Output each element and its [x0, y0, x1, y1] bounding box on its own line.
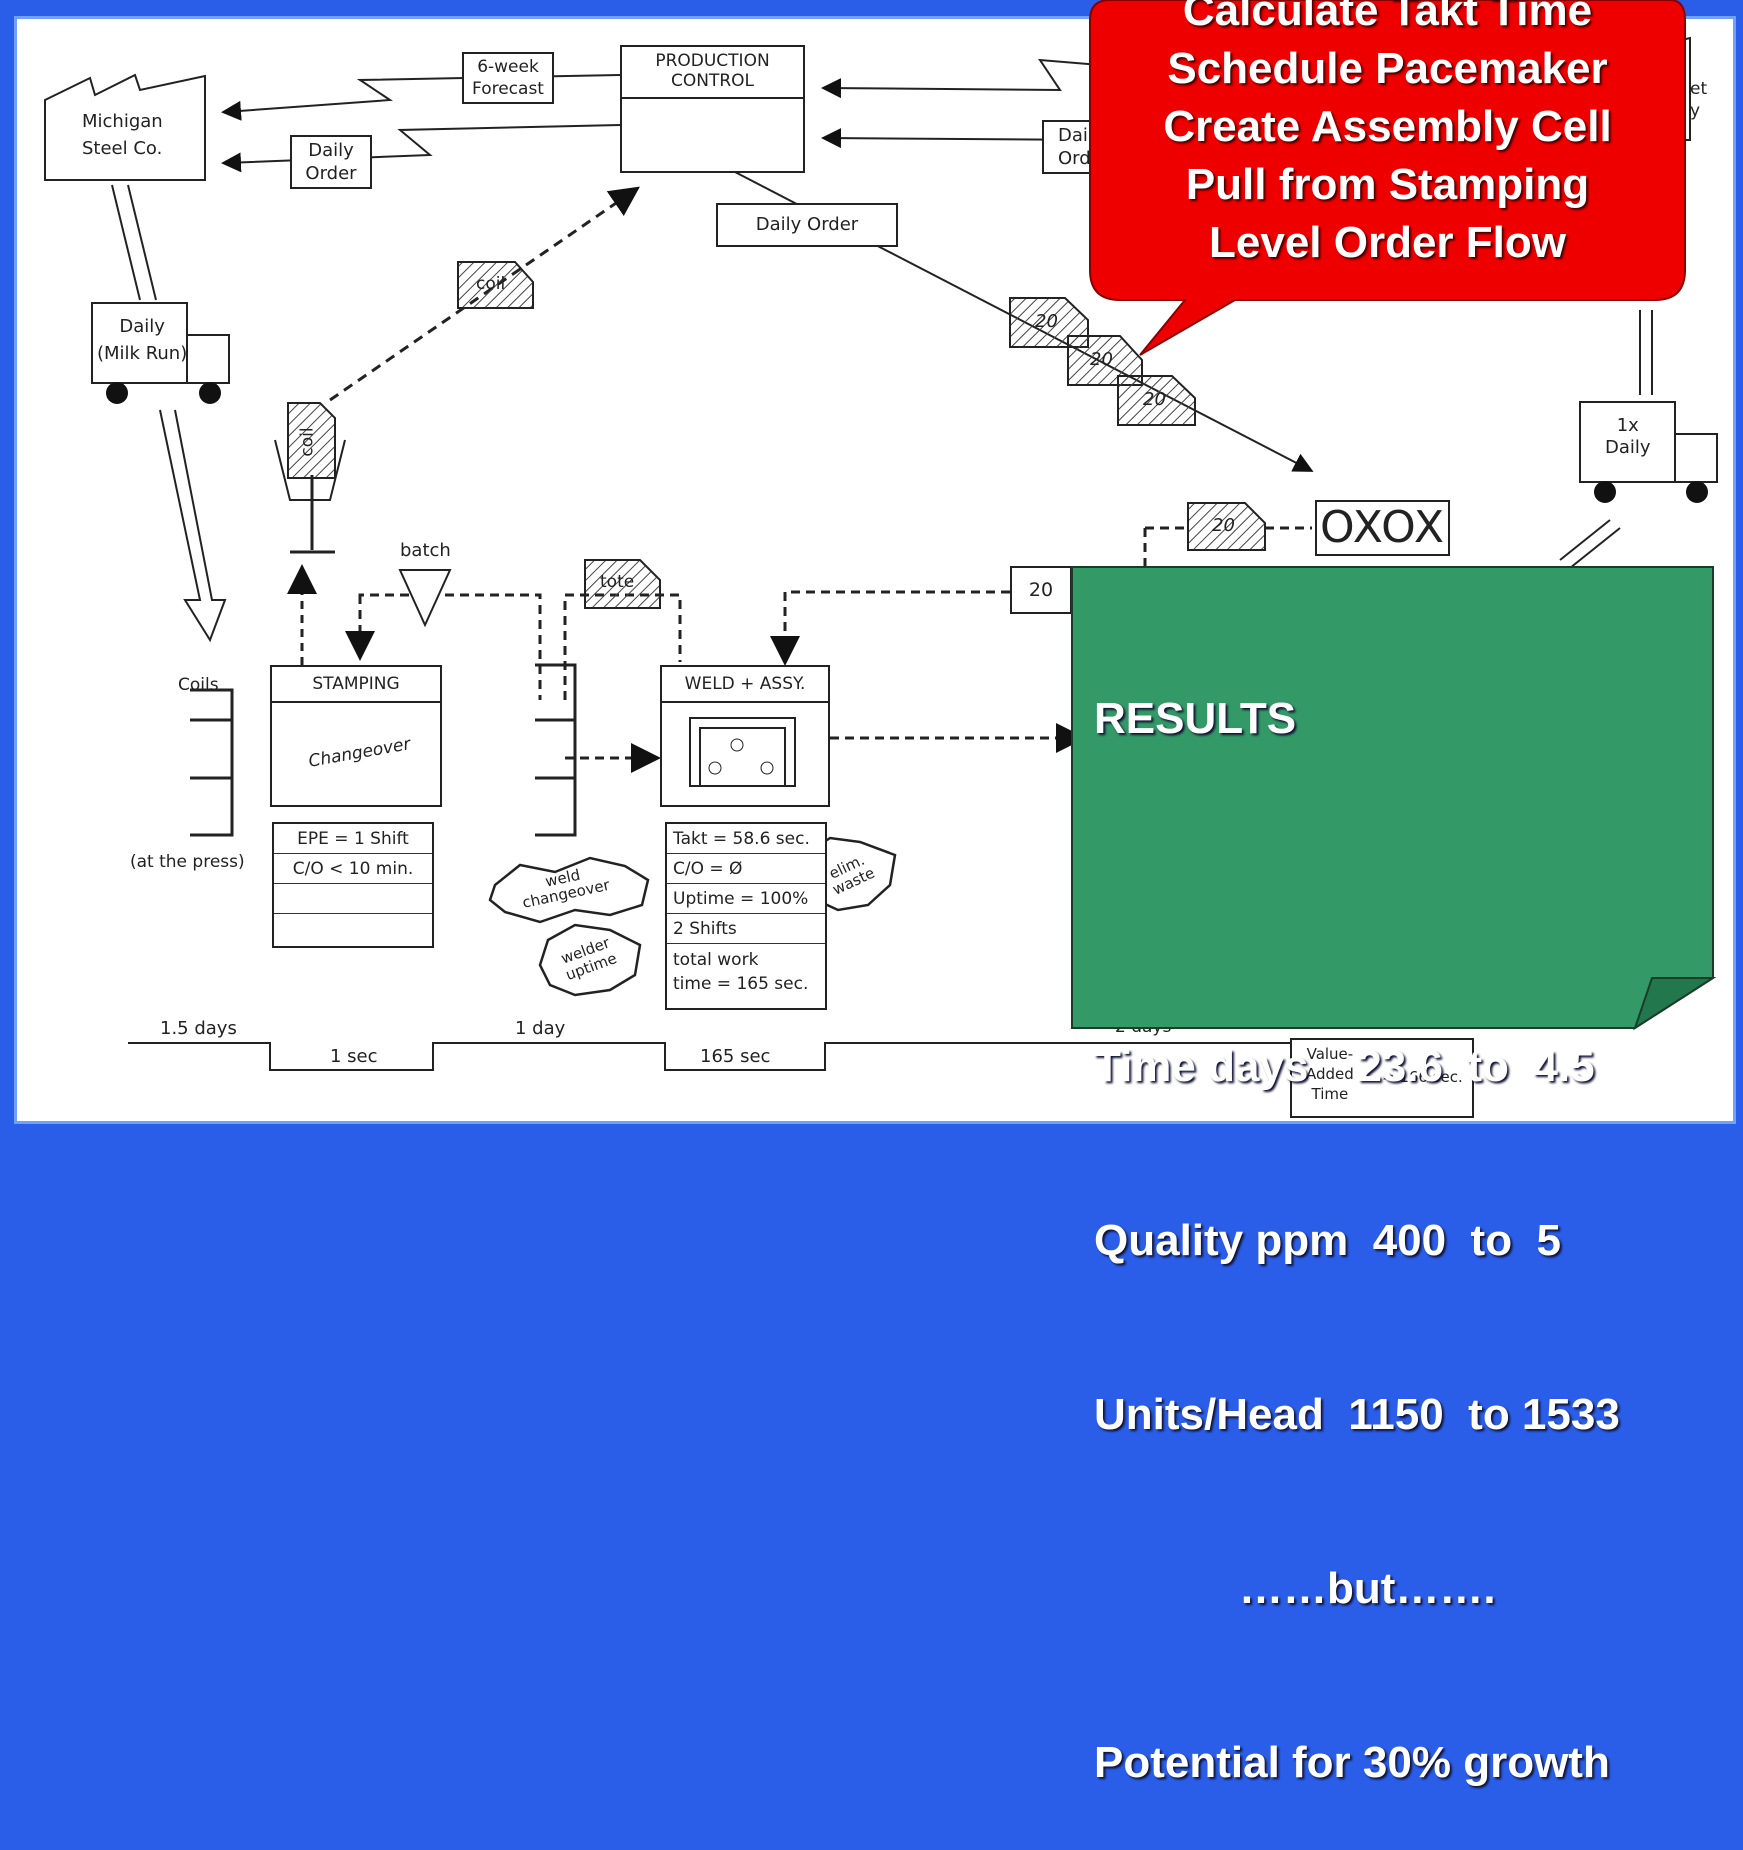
at-press-label: (at the press): [130, 852, 245, 872]
production-control-title: PRODUCTION CONTROL: [622, 47, 803, 99]
callout-line: Pull from Stamping: [1090, 156, 1685, 214]
weld-data-row: Takt = 58.6 sec.: [667, 824, 825, 854]
batch-triangle: [400, 570, 450, 625]
results-title: RESULTS: [1094, 690, 1620, 748]
results-line: ……but…….: [1094, 1560, 1620, 1618]
oxox-box: OXOX: [1315, 500, 1450, 556]
customer-forecast-line: [825, 60, 1100, 90]
callout-text: Calculate Takt Time Schedule Pacemaker C…: [1090, 0, 1685, 272]
stamping-data-row: C/O < 10 min.: [274, 854, 432, 884]
results-panel: RESULTS Time days 23.6 to 4.5 Quality pp…: [1094, 574, 1620, 1850]
forecast-line: [225, 75, 620, 112]
kanban-20-c-label: 20: [1143, 389, 1166, 410]
callout-line: Create Assembly Cell: [1090, 98, 1685, 156]
results-line: Quality ppm 400 to 5: [1094, 1212, 1620, 1270]
customer-name-partial: et y: [1690, 78, 1707, 122]
daily-order-line-left: [225, 125, 620, 163]
weld-title: WELD + ASSY.: [662, 667, 828, 703]
stamping-data-row: EPE = 1 Shift: [274, 824, 432, 854]
weld-data-row: C/O = Ø: [667, 854, 825, 884]
tote-kanban-label: tote: [600, 572, 634, 592]
stamping-process-box: STAMPING: [270, 665, 442, 807]
kanban-20-withdrawal: 20: [1010, 566, 1072, 614]
callout-line: Level Order Flow: [1090, 214, 1685, 272]
coil-kanban-label: coil: [476, 274, 505, 294]
batch-label: batch: [400, 540, 451, 561]
stamping-data-row: [274, 914, 432, 944]
kanban-20-d-label: 20: [1212, 515, 1235, 536]
stamping-data-box: EPE = 1 Shift C/O < 10 min.: [272, 822, 434, 948]
results-line: Units/Head 1150 to 1533: [1094, 1386, 1620, 1444]
production-control-box: PRODUCTION CONTROL: [620, 45, 805, 173]
results-line: Potential for 30% growth: [1094, 1734, 1620, 1792]
weld-data-box: Takt = 58.6 sec. C/O = Ø Uptime = 100% 2…: [665, 822, 827, 1010]
daily-order-left-label: Daily Order: [290, 135, 372, 189]
coil-kanban-post-label: coil: [298, 427, 318, 456]
kanban-20-a-label: 20: [1035, 311, 1058, 332]
weld-process-box: WELD + ASSY.: [660, 665, 830, 807]
daily-order-center-label: Daily Order: [716, 203, 898, 247]
supermarket-coils: [190, 690, 232, 835]
kanban-20-b-label: 20: [1090, 349, 1113, 370]
supplier-name: Michigan Steel Co.: [82, 108, 163, 162]
shipment-arrow-coils: [160, 410, 225, 640]
truck-left-label: Daily (Milk Run): [97, 313, 187, 367]
timeline-bottom-2: 165 sec: [700, 1046, 770, 1067]
timeline-top-1: 1.5 days: [160, 1018, 237, 1039]
timeline-bottom-1: 1 sec: [330, 1046, 378, 1067]
callout-line: Schedule Pacemaker: [1090, 40, 1685, 98]
coils-label: Coils: [178, 675, 219, 695]
timeline-top-2: 1 day: [515, 1018, 565, 1039]
forecast-label: 6-week Forecast: [462, 52, 554, 104]
stamping-title: STAMPING: [272, 667, 440, 703]
stamping-data-row: [274, 884, 432, 914]
supermarket-totes: [535, 665, 575, 835]
callout-line: Calculate Takt Time: [1090, 0, 1685, 40]
weld-data-row: total work time = 165 sec.: [667, 944, 825, 1010]
weld-data-row: 2 Shifts: [667, 914, 825, 944]
results-line: Time days 23.6 to 4.5: [1094, 1038, 1620, 1096]
weld-data-row: Uptime = 100%: [667, 884, 825, 914]
truck-right-label: 1x Daily: [1605, 415, 1651, 459]
